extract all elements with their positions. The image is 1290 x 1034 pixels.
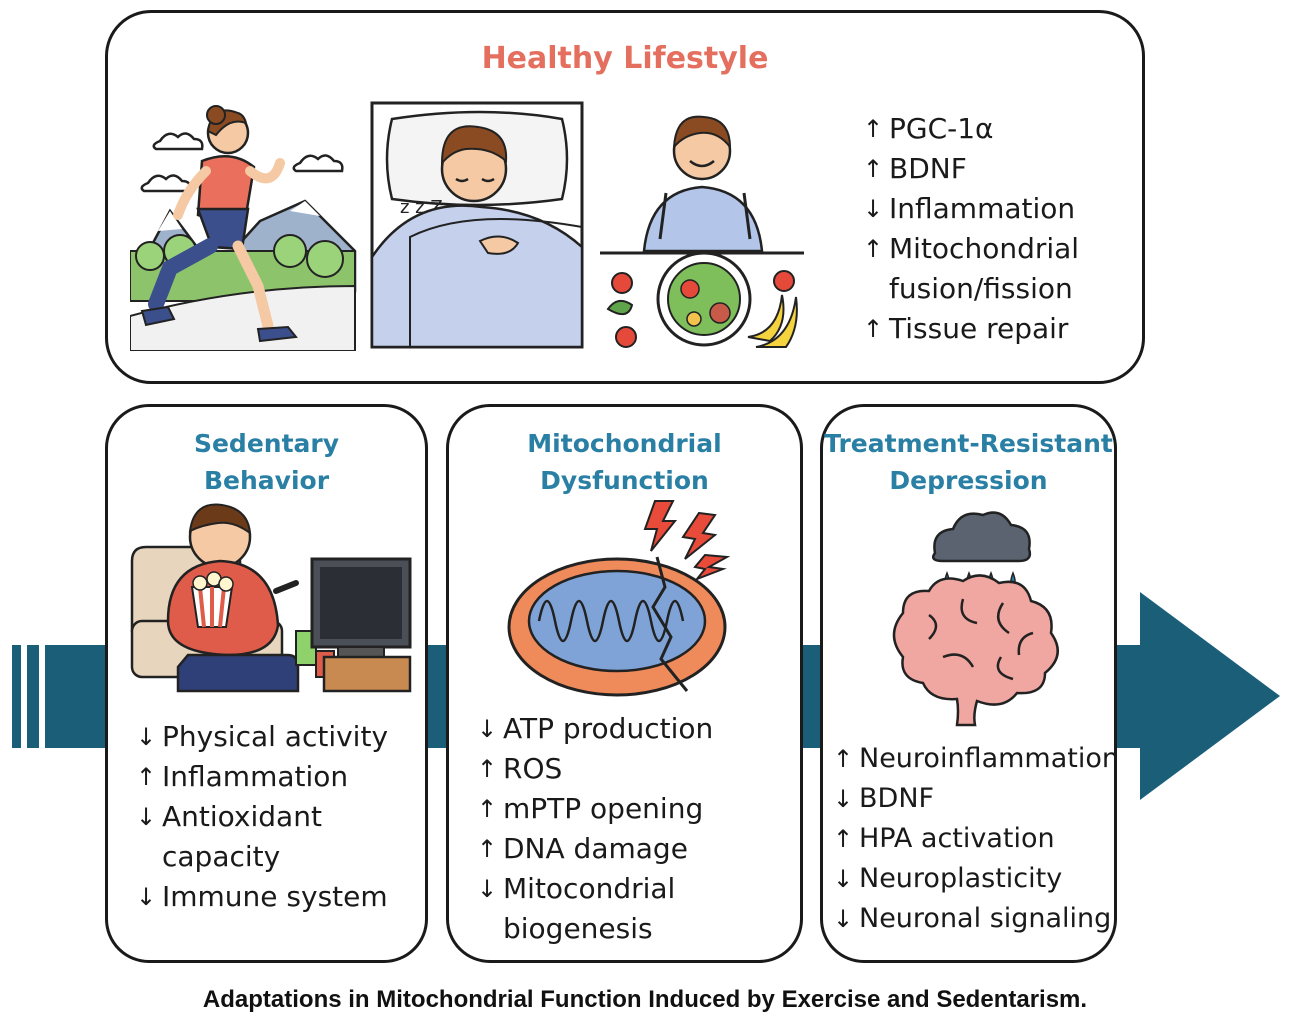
arrow-up-icon: ↑ [477,795,498,823]
sleeping-person-illustration: z z Z [370,101,584,349]
effect-item: ↓Neuronal signaling [833,899,1119,939]
arrow-up-icon: ↑ [136,763,157,791]
effect-item: ↑HPA activation [833,819,1119,859]
effect-item: ↑Mitochondrial [863,229,1079,269]
effect-text: Physical activity [162,720,389,753]
mito-title-line-1: Mitochondrial [527,429,722,458]
effect-item: ↓Physical activity [136,717,388,757]
indent-spacer [136,837,162,877]
effect-text: Neuroinflammation [859,743,1119,774]
running-person-illustration [130,105,357,351]
effect-text: BDNF [889,152,967,185]
effect-item: ↓Neuroplasticity [833,859,1119,899]
trd-title-line-1: Treatment-Resistant [824,429,1113,458]
lightning-icon [681,511,718,560]
arrow-tick-2 [27,645,39,748]
effect-text: Mitochondrial [889,232,1080,265]
sedentary-behavior-title: Sedentary Behavior [108,425,425,499]
effect-text: ROS [503,752,563,785]
effect-item: capacity [136,837,388,877]
healthy-lifestyle-panel: Healthy Lifestyle z z Z [105,10,1145,384]
effect-text: DNA damage [503,832,688,865]
effect-text: Inflammation [162,760,349,793]
brain-icon [892,574,1059,727]
indent-spacer [477,909,503,949]
indent-spacer [863,269,889,309]
effect-item: ↓ATP production [477,709,713,749]
lightning-icon [693,553,731,582]
effect-item: ↑mPTP opening [477,789,713,829]
effect-text: mPTP opening [503,792,704,825]
sedentary-title-line-1: Sedentary [193,429,340,458]
arrow-down-icon: ↓ [833,865,854,893]
effect-item: ↑ROS [477,749,713,789]
effect-item: ↑Inflammation [136,757,388,797]
arrow-down-icon: ↓ [863,195,884,223]
effect-item: ↓Immune system [136,877,388,917]
arrow-down-icon: ↓ [833,905,854,933]
rain-cloud-icon [932,511,1032,563]
trd-title-line-2: Depression [889,466,1048,495]
arrow-up-icon: ↑ [833,825,854,853]
effect-item: ↑Tissue repair [863,309,1079,349]
sedentary-behavior-panel: Sedentary Behavior ↓Physical activity↑In… [105,404,428,963]
arrow-head [1140,592,1280,800]
sedentary-effects: ↓Physical activity↑Inflammation↓Antioxid… [136,717,388,917]
arrow-up-icon: ↑ [863,235,884,263]
effect-text: fusion/fission [889,272,1073,305]
mitochondrial-effects: ↓ATP production↑ROS↑mPTP opening↑DNA dam… [477,709,713,949]
healthy-meal-illustration [600,115,804,348]
effect-text: PGC-1α [889,112,994,145]
effect-text: Immune system [162,880,388,913]
effect-item: ↑PGC-1α [863,109,1079,149]
effect-item: ↑Neuroinflammation [833,739,1119,779]
effect-text: capacity [162,840,281,873]
effect-text: ATP production [503,712,714,745]
mito-title-line-2: Dysfunction [540,466,709,495]
effect-text: BDNF [859,783,935,814]
arrow-down-icon: ↓ [136,883,157,911]
damaged-mitochondrion-illustration [507,500,731,697]
arrow-up-icon: ↑ [833,745,854,773]
arrow-up-icon: ↑ [863,315,884,343]
treatment-resistant-depression-panel: Treatment-Resistant Depression ↑Neuroinf… [820,404,1119,963]
arrow-up-icon: ↑ [863,155,884,183]
arrow-down-icon: ↓ [477,875,498,903]
arrow-up-icon: ↑ [477,835,498,863]
mitochondrial-dysfunction-panel: Mitochondrial Dysfunction ↓ATP productio… [446,404,803,963]
arrow-tick-1 [12,645,21,748]
effect-text: Neuroplasticity [859,863,1063,894]
sedentary-title-line-2: Behavior [203,466,330,495]
effect-item: ↓Mitocondrial [477,869,713,909]
arrow-down-icon: ↓ [136,723,157,751]
effect-text: Antioxidant [162,800,322,833]
effect-text: biogenesis [503,912,653,945]
effect-item: fusion/fission [863,269,1079,309]
couch-potato-illustration [130,503,412,693]
effect-item: biogenesis [477,909,713,949]
arrow-up-icon: ↑ [477,755,498,783]
lightning-icon [643,500,678,552]
mitochondrial-dysfunction-title: Mitochondrial Dysfunction [449,425,800,499]
arrow-down-icon: ↓ [136,803,157,831]
effect-text: Inflammation [889,192,1076,225]
trd-title: Treatment-Resistant Depression [823,425,1114,499]
healthy-lifestyle-title: Healthy Lifestyle [481,41,769,76]
effect-text: Tissue repair [889,312,1069,345]
effect-item: ↓Antioxidant [136,797,388,837]
effect-item: ↑BDNF [863,149,1079,189]
effect-text: Neuronal signaling [859,903,1112,934]
arrow-up-icon: ↑ [863,115,884,143]
effect-item: ↑DNA damage [477,829,713,869]
brain-rain-cloud-illustration [892,511,1059,727]
effect-item: ↓Inflammation [863,189,1079,229]
effect-text: Mitocondrial [503,872,676,905]
effect-text: HPA activation [859,823,1055,854]
figure-caption: Adaptations in Mitochondrial Function In… [202,986,1088,1013]
effect-item: ↓BDNF [833,779,1119,819]
trd-effects: ↑Neuroinflammation↓BDNF↑HPA activation↓N… [833,739,1119,939]
arrow-down-icon: ↓ [477,715,498,743]
arrow-down-icon: ↓ [833,785,854,813]
